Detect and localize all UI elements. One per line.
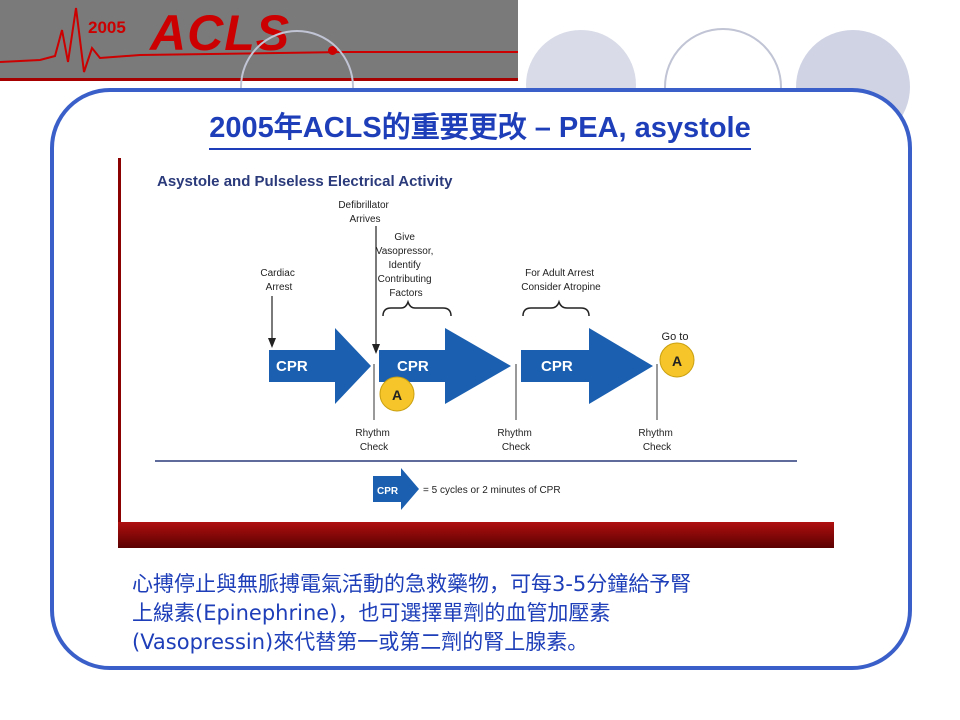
defib-line-2: Arrives	[349, 214, 380, 225]
legend-text: = 5 cycles or 2 minutes of CPR	[423, 485, 561, 496]
body-line-1: 心搏停止與無脈搏電氣活動的急救藥物，可每3-5分鐘給予腎	[132, 572, 692, 596]
legend: CPR = 5 cycles or 2 minutes of CPR	[373, 468, 561, 510]
a-marker-2-label: A	[672, 353, 682, 369]
cpr-arrow-2-label: CPR	[397, 358, 429, 375]
legend-arrow	[373, 468, 419, 510]
cardiac-line-2: Arrest	[266, 282, 293, 293]
slide-title: 2005年ACLS的重要更改 – PEA, asystole	[209, 104, 751, 150]
rhythm-check-2-line-2: Check	[502, 442, 531, 453]
rhythm-check-2: Rhythm Check	[497, 428, 534, 453]
cpr-arrow-3: CPR	[521, 328, 653, 404]
give-line-4: Contributing	[378, 274, 432, 285]
a-marker-1-label: A	[392, 387, 402, 403]
rhythm-check-1-line-1: Rhythm	[355, 428, 389, 439]
algorithm-figure: Asystole and Pulseless Electrical Activi…	[118, 158, 834, 548]
adult-line-2: Consider Atropine	[521, 282, 601, 293]
rhythm-check-3-line-1: Rhythm	[638, 428, 672, 439]
cardiac-pointer-head	[268, 338, 276, 348]
defib-pointer-head	[372, 344, 380, 354]
header-year: 2005	[88, 18, 126, 37]
vasopressor-brace	[382, 299, 452, 317]
ecg-line-graphic	[0, 7, 518, 73]
cpr-arrow-2: CPR	[379, 328, 511, 404]
cpr-arrow-3-label: CPR	[541, 358, 573, 375]
defib-line-1: Defibrillator	[338, 200, 389, 211]
body-line-2: 上線素(Epinephrine)，也可選擇單劑的血管加壓素	[132, 601, 611, 625]
atropine-label: For Adult Arrest Consider Atropine	[521, 268, 601, 293]
vasopressor-label: Give Vasopressor, Identify Contributing …	[376, 232, 436, 299]
atropine-brace	[522, 299, 590, 317]
body-line-3: (Vasopressin)來代替第一或第二劑的腎上腺素。	[132, 630, 589, 654]
rhythm-check-3-line-2: Check	[643, 442, 672, 453]
a-marker-1: A	[379, 376, 415, 412]
give-line-2: Vasopressor,	[376, 246, 434, 257]
rhythm-check-2-line-1: Rhythm	[497, 428, 531, 439]
cpr-arrow-1: CPR	[269, 328, 371, 404]
adult-line-1: For Adult Arrest	[525, 268, 594, 279]
rhythm-check-1-line-2: Check	[360, 442, 389, 453]
legend-arrow-label: CPR	[377, 486, 399, 497]
give-line-1: Give	[394, 232, 415, 243]
figure-bottom-bar	[118, 522, 834, 548]
give-line-5: Factors	[389, 288, 422, 299]
slide-title-wrap: 2005年ACLS的重要更改 – PEA, asystole	[0, 104, 960, 150]
cardiac-arrest-label: Cardiac Arrest	[260, 268, 297, 293]
figure-title: Asystole and Pulseless Electrical Activi…	[157, 173, 453, 190]
cardiac-line-1: Cardiac	[260, 268, 294, 279]
give-line-3: Identify	[388, 260, 420, 271]
algorithm-diagram: Asystole and Pulseless Electrical Activi…	[155, 173, 797, 510]
cpr-arrow-1-label: CPR	[276, 358, 308, 375]
a-marker-2: A	[659, 342, 695, 378]
goto-label: Go to	[662, 331, 689, 343]
rhythm-check-3: Rhythm Check	[638, 428, 675, 453]
defib-label: Defibrillator Arrives	[338, 200, 391, 225]
rhythm-check-1: Rhythm Check	[355, 428, 392, 453]
slide-body: 心搏停止與無脈搏電氣活動的急救藥物，可每3-5分鐘給予腎 上線素(Epineph…	[132, 570, 852, 657]
